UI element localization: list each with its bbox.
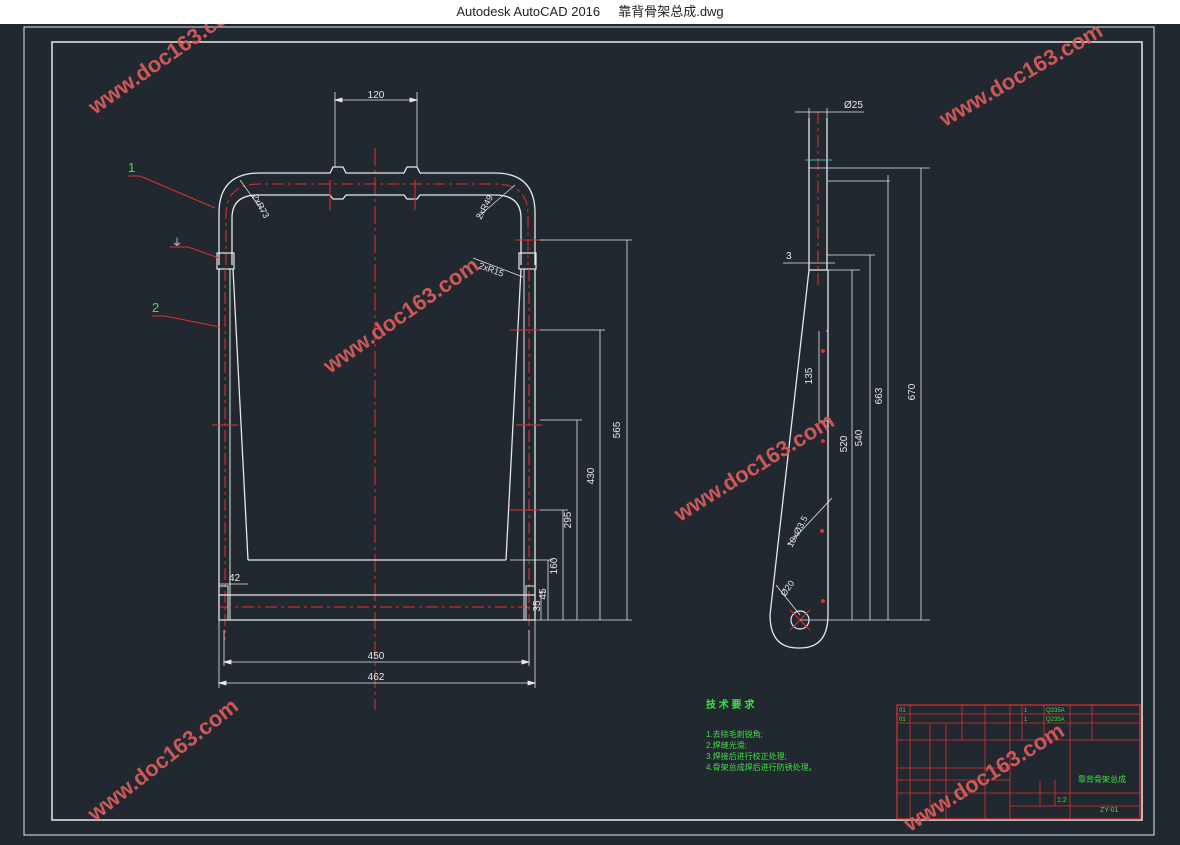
front-vertical-dims <box>510 239 632 621</box>
watermarks: www.doc163.com www.doc163.com www.doc163… <box>82 0 1107 837</box>
tech-item-4: 4.骨架总成焊后进行防锈处理。 <box>706 762 817 772</box>
top-tube-outer <box>218 166 536 265</box>
right-collar <box>518 252 537 270</box>
right-end-cap <box>525 585 536 621</box>
r15-leader <box>472 257 524 278</box>
dim-r73-label: 2xR73 <box>250 192 271 220</box>
app-name: Autodesk AutoCAD 2016 <box>456 4 601 19</box>
tech-item-1: 1.去除毛刺锐角; <box>706 729 763 739</box>
outer-frame <box>23 26 1155 836</box>
watermark-4: www.doc163.com <box>669 408 839 527</box>
top-tube-inner <box>231 194 522 265</box>
tech-title: 技 术 要 求 <box>706 698 755 711</box>
dim-520-label: 520 <box>839 435 850 452</box>
dim-120-label: 120 <box>368 90 385 101</box>
dim-160-label: 160 <box>549 557 560 574</box>
window-title-bar: Autodesk AutoCAD 2016 靠背骨架总成.dwg <box>0 0 1180 24</box>
balloon-1: 1 <box>128 160 135 175</box>
tb-row1-qty: 1 <box>1024 708 1028 714</box>
side-vertical-dims <box>800 168 930 621</box>
dim-295-label: 295 <box>563 511 574 528</box>
tb-row1-mat: Q235A <box>1046 708 1065 714</box>
phi20-leader <box>775 584 801 616</box>
top-tube-centerline <box>225 183 529 265</box>
dim-holes-label: 10xØ3.5 <box>785 514 810 549</box>
dim-top-width <box>333 92 419 167</box>
tb-row1-no: 01 <box>899 708 906 714</box>
r73-leader <box>239 179 264 213</box>
tb-row2-no: 01 <box>899 717 906 723</box>
watermark-3: www.doc163.com <box>318 252 484 378</box>
dim-42-label: 42 <box>229 573 241 584</box>
title-block-grid <box>897 705 1140 819</box>
right-side-tube <box>505 268 536 620</box>
watermark-2: www.doc163.com <box>934 24 1107 132</box>
dim-phi25 <box>795 108 864 118</box>
dim-540-label: 540 <box>854 429 865 446</box>
dim-r49-label: 2xR49 <box>474 193 495 221</box>
tech-item-2: 2.焊缝光滑; <box>706 740 747 750</box>
holes-leader <box>787 497 833 546</box>
weld-symbol: ⏚ <box>172 237 182 249</box>
balloon-2: 2 <box>152 300 159 315</box>
dim-670-label: 670 <box>907 383 918 400</box>
dim-42 <box>218 570 248 590</box>
tb-scale: 1:2 <box>1057 797 1067 804</box>
dim-widths <box>217 620 537 688</box>
tech-requirements: 技 术 要 求 1.去除毛刺锐角; 2.焊缝光滑; 3.焊接后进行校正处理; 4… <box>706 698 817 772</box>
dim-450-label: 450 <box>368 651 385 662</box>
side-bracket-plate <box>769 269 829 649</box>
tb-row2-mat: Q235A <box>1046 717 1065 723</box>
left-end-cap <box>218 585 229 621</box>
title-block-frame <box>896 704 1141 820</box>
dim-462-label: 462 <box>368 672 385 683</box>
side-hole-marks <box>820 349 825 603</box>
left-side-tube <box>218 268 249 620</box>
dim-3-label: 3 <box>786 251 792 262</box>
title-block[interactable]: 01 1 Q235A 01 1 Q235A 靠背骨架总成 1:2 ZY-01 <box>896 704 1141 820</box>
dim-35-label: 35 <box>532 600 543 612</box>
front-view[interactable]: 120 2xR73 2xR49 2xR15 565 430 295 160 45… <box>128 90 632 710</box>
r49-leader <box>477 184 516 218</box>
balloon-2-leader <box>152 315 221 328</box>
dim-565-label: 565 <box>612 421 623 438</box>
watermark-1: www.doc163.com <box>83 24 249 120</box>
dim-135-label: 135 <box>804 367 815 384</box>
tech-item-3: 3.焊接后进行校正处理; <box>706 751 787 761</box>
watermark-5: www.doc163.com <box>82 693 243 826</box>
dim-phi20-label: Ø20 <box>778 578 796 598</box>
inner-frame <box>51 41 1143 821</box>
tb-drawing-name: 靠背骨架总成 <box>1078 774 1126 784</box>
dim-430-label: 430 <box>586 467 597 484</box>
side-view[interactable]: Ø25 3 135 520 540 663 670 10xØ3.5 Ø2 <box>769 100 930 649</box>
tb-code: ZY-01 <box>1100 807 1119 814</box>
dim-45-label: 45 <box>538 588 549 600</box>
balloon-1-leader <box>128 175 216 209</box>
dim-r15-label: 2xR15 <box>477 260 505 278</box>
tb-row2-qty: 1 <box>1024 717 1028 723</box>
dim-phi25-label: Ø25 <box>844 100 863 111</box>
weld-leader <box>170 246 220 259</box>
file-name: 靠背骨架总成.dwg <box>618 4 724 19</box>
side-upper-tube <box>808 118 828 270</box>
dim-663-label: 663 <box>874 387 885 404</box>
